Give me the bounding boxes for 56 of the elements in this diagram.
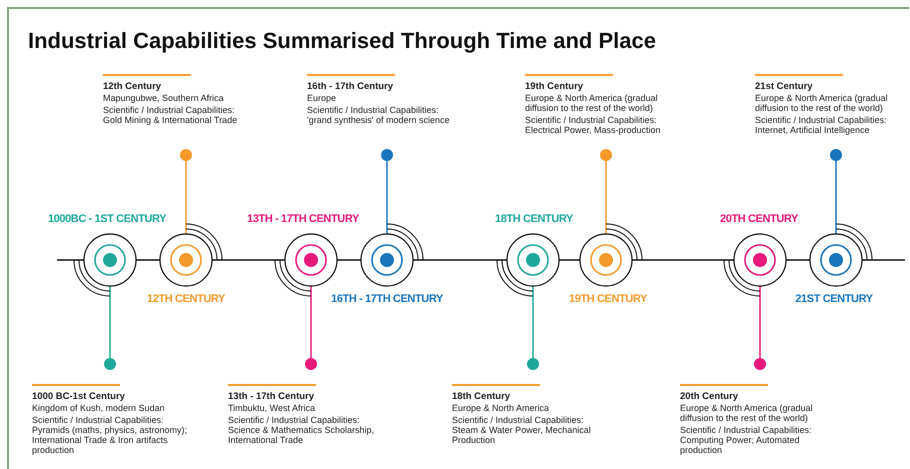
pin-line [310,286,312,358]
capability-text: Science & Mathematics Scholarship, International Trade [228,425,376,445]
century-label: 21ST CENTURY [795,293,873,305]
timeline-line [337,259,361,261]
event-heading: 1000 BC-1st Century [32,392,126,402]
place-text: Europe & North America (gradual diffusion to the rest of the world) [525,93,659,113]
capability-text: Computing Power; Automated production [680,435,801,455]
pin-line [109,286,111,358]
capability-text: Internet, Artificial Intelligence [755,125,871,135]
capability-label: Scientific / Industrial Capabilities: [307,105,440,115]
timeline-line [136,259,160,261]
pin-line [835,161,837,234]
century-label: 1000BC - 1ST CENTURY [48,213,166,225]
pin-line [605,161,607,234]
pin-line [185,161,187,234]
event-heading: 18th Century [452,392,512,402]
capability-text: Pyramids (maths, physics, astronomy); International Trade & Iron artifacts production [32,425,188,455]
century-label: 20TH CENTURY [720,213,798,225]
event-heading: 13th - 17th Century [228,392,316,402]
timeline-line [632,259,734,261]
place-text: Timbuktu, West Africa [228,403,316,413]
century-label: 13TH - 17TH CENTURY [247,213,359,225]
century-label: 12TH CENTURY [147,293,225,305]
place-text: Europe & North America [452,403,550,413]
capability-text: 'grand synthesis' of modern science [307,115,451,125]
timeline-line [212,259,285,261]
pin-line [532,286,534,358]
century-label: 18TH CENTURY [495,213,573,225]
place-text: Mapungubwe, Southern Africa [103,93,225,103]
capability-label: Scientific / Industrial Capabilities: [103,105,236,115]
event-heading: 19th Century [525,82,584,92]
place-text: Europe [307,93,338,103]
capability-label: Scientific / Industrial Capabilities: [32,415,165,425]
century-label: 16TH - 17TH CENTURY [331,293,443,305]
event-heading: 12th Century [103,82,162,92]
diagram-title: Industrial Capabilities Summarised Through Time and Place [28,28,656,54]
event-heading: 16th - 17th Century [307,82,394,92]
timeline-line [413,259,507,261]
capability-label: Scientific / Industrial Capabilities: [452,415,585,425]
event-heading: 20th Century [680,392,740,402]
place-text: Europe & North America (gradual diffusion to the rest of the world) [755,93,889,113]
timeline-line [786,259,810,261]
capability-text: Gold Mining & International Trade [103,115,238,125]
pin-line [386,161,388,234]
capability-label: Scientific / Industrial Capabilities: [680,425,813,435]
century-label: 19TH CENTURY [569,293,647,305]
place-text: Kingdom of Kush, modern Sudan [32,403,166,413]
capability-label: Scientific / Industrial Capabilities: [228,415,361,425]
place-text: Europe & North America (gradual diffusion to the rest of the world) [680,403,814,423]
capability-text: Electrical Power, Mass-production [525,125,662,135]
capability-text: Steam & Water Power, Mechanical Production [452,425,592,445]
capability-label: Scientific / Industrial Capabilities: [525,115,658,125]
timeline-line [559,259,580,261]
event-heading: 21st Century [755,82,814,92]
capability-label: Scientific / Industrial Capabilities: [755,115,888,125]
pin-line [759,286,761,358]
